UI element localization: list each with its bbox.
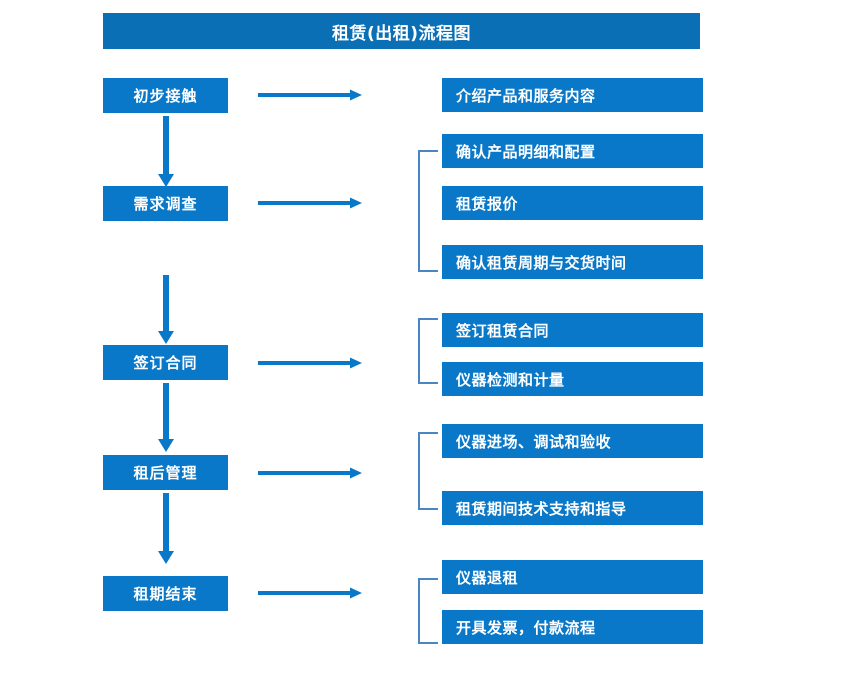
detail-box-intro-products[interactable]: 介绍产品和服务内容 [442, 78, 703, 112]
arrow-down-icon [158, 493, 174, 564]
arrow-down-icon [158, 275, 174, 344]
group-bracket-icon [418, 150, 438, 272]
stage-box-lease-end[interactable]: 租期结束 [103, 576, 228, 611]
arrow-right-icon [258, 357, 362, 369]
detail-box-confirm-spec[interactable]: 确认产品明细和配置 [442, 134, 703, 168]
detail-box-instrument-return[interactable]: 仪器退租 [442, 560, 703, 594]
arrow-right-icon [258, 467, 362, 479]
arrow-right-icon [258, 89, 362, 101]
arrow-down-icon [158, 383, 174, 452]
group-bracket-icon [418, 432, 438, 510]
arrow-right-icon [258, 197, 362, 209]
detail-box-confirm-period-delivery[interactable]: 确认租赁周期与交货时间 [442, 245, 703, 279]
detail-box-sign-lease-contract[interactable]: 签订租赁合同 [442, 313, 703, 347]
stage-box-sign-contract[interactable]: 签订合同 [103, 345, 228, 380]
detail-box-instrument-entry-commissioning[interactable]: 仪器进场、调试和验收 [442, 424, 703, 458]
arrow-right-icon [258, 587, 362, 599]
detail-box-invoice-payment[interactable]: 开具发票，付款流程 [442, 610, 703, 644]
group-bracket-icon [418, 318, 438, 384]
detail-box-technical-support[interactable]: 租赁期间技术支持和指导 [442, 491, 703, 525]
stage-box-post-rental-management[interactable]: 租后管理 [103, 455, 228, 490]
stage-box-needs-survey[interactable]: 需求调查 [103, 186, 228, 221]
arrow-down-icon [158, 116, 174, 187]
page-title: 租赁(出租)流程图 [103, 13, 700, 49]
detail-box-rental-quote[interactable]: 租赁报价 [442, 186, 703, 220]
detail-box-instrument-inspection[interactable]: 仪器检测和计量 [442, 362, 703, 396]
group-bracket-icon [418, 578, 438, 644]
stage-box-initial-contact[interactable]: 初步接触 [103, 78, 228, 113]
